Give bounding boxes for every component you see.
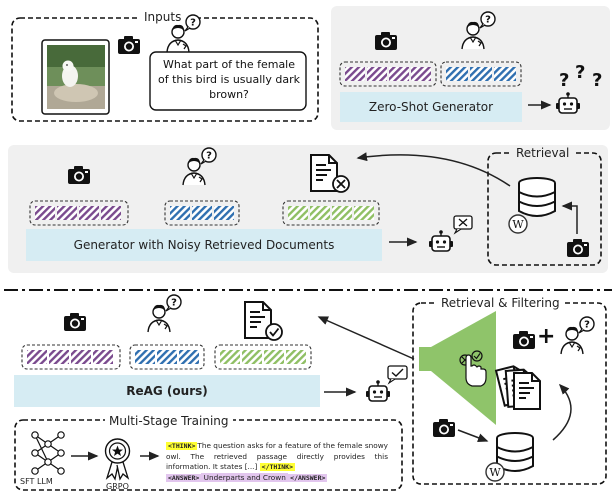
retrieval-title: Retrieval — [512, 146, 574, 160]
text-token-group — [129, 344, 205, 370]
wikipedia-icon — [508, 214, 528, 234]
think-open-tag: <THINK> — [166, 442, 198, 450]
answer-open-tag: <ANSWER> — [166, 473, 202, 482]
image-token-group — [339, 61, 437, 87]
question-bubble — [149, 51, 307, 111]
plus-sign: + — [537, 324, 556, 349]
answer-close-tag: </ANSWER> — [288, 473, 328, 482]
inputs-title: Inputs — [140, 10, 186, 24]
documents-stack-icon — [495, 363, 541, 410]
grpo-label: GRPO — [106, 482, 129, 491]
image-token-group — [29, 200, 129, 226]
camera-icon — [64, 313, 86, 331]
wikipedia-icon — [485, 462, 505, 482]
reag-generator: ReAG (ours) — [14, 375, 320, 407]
database-icon — [496, 432, 534, 472]
text-token-group — [440, 61, 522, 87]
owl-photo — [41, 39, 110, 115]
filter-funnel-icon — [419, 311, 496, 425]
camera-icon — [513, 331, 535, 349]
retrieval-filtering-title: Retrieval & Filtering — [437, 296, 564, 310]
arrow — [317, 316, 415, 360]
svg-text:?: ? — [592, 70, 602, 91]
camera-icon — [433, 419, 455, 437]
award-badge-icon — [104, 438, 131, 481]
training-output-text: <THINK>The question asks for a feature o… — [166, 441, 388, 483]
question-text: What part of the female of this bird is … — [158, 58, 300, 101]
success-speech-bubble — [387, 365, 408, 385]
arrow — [561, 201, 578, 234]
document-accept-icon — [244, 301, 283, 341]
zero-shot-generator: Zero-Shot Generator — [340, 92, 522, 122]
sft-label: SFT LLM — [20, 477, 53, 486]
svg-text:?: ? — [575, 62, 585, 83]
think-close-tag: </THINK> — [259, 463, 295, 471]
think-content: The question asks for a feature of the f… — [166, 441, 388, 471]
user-question-icon — [560, 316, 595, 355]
image-token-group — [21, 344, 121, 370]
error-speech-bubble — [453, 215, 473, 235]
arrow — [457, 429, 489, 443]
document-token-group — [282, 200, 380, 226]
arrow — [356, 152, 511, 187]
neural-network-icon — [31, 431, 65, 475]
text-token-group — [164, 200, 240, 226]
noisy-generator: Generator with Noisy Retrieved Documents — [26, 229, 382, 261]
document-token-group — [214, 344, 312, 370]
answer-content: Underparts and Crown — [201, 472, 289, 482]
arrow — [552, 383, 572, 441]
confused-marks: ? — [559, 70, 569, 91]
database-icon — [518, 177, 556, 217]
user-question-icon — [147, 294, 182, 333]
training-title: Multi-Stage Training — [105, 414, 233, 428]
robot-icon — [365, 379, 391, 402]
document-reject-icon — [310, 154, 350, 193]
